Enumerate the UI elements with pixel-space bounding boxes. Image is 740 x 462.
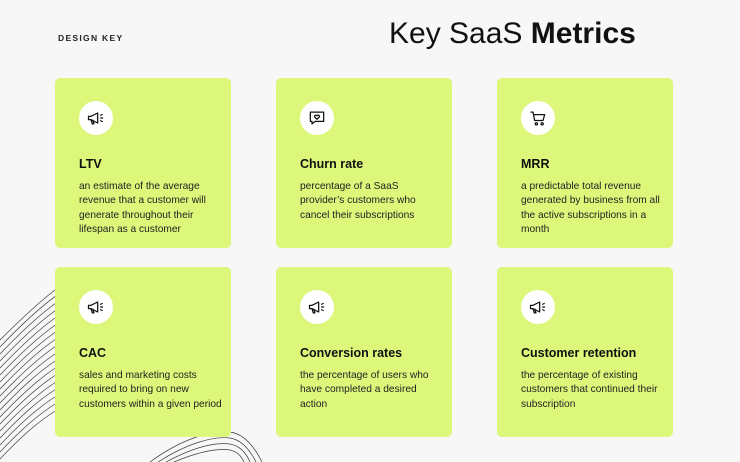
design-key-logo: DESIGN KEY [58, 33, 124, 43]
page-title-light: Key SaaS [389, 17, 523, 50]
megaphone-icon [300, 290, 334, 324]
metric-card-cac: CAC sales and marketing costs required t… [55, 267, 231, 437]
metric-description: the percentage of existing customers tha… [521, 370, 658, 410]
megaphone-icon [521, 290, 555, 324]
metric-card-customer-retention: Customer retention the percentage of exi… [497, 267, 673, 437]
page-title-bold: Metrics [530, 17, 636, 50]
metric-description: percentage of a SaaS provider’s customer… [300, 181, 416, 221]
metric-title: CAC [79, 346, 107, 360]
metric-title: LTV [79, 157, 102, 171]
megaphone-icon [79, 101, 113, 135]
chat-heart-icon [300, 101, 334, 135]
metric-card-ltv: LTV an estimate of the average revenue t… [55, 78, 231, 248]
metric-card-mrr: MRR a predictable total revenue generate… [497, 78, 673, 248]
megaphone-icon [79, 290, 113, 324]
metric-title: Customer retention [521, 346, 637, 360]
metric-description: sales and marketing costs required to br… [79, 370, 222, 410]
metric-description: a predictable total revenue generated by… [521, 181, 660, 235]
metric-title: MRR [521, 157, 550, 171]
metric-description: an estimate of the average revenue that … [79, 181, 206, 235]
metric-card-churn-rate: Churn rate percentage of a SaaS provider… [276, 78, 452, 248]
cart-icon [521, 101, 555, 135]
metric-card-conversion-rates: Conversion rates the percentage of users… [276, 267, 452, 437]
metric-title: Churn rate [300, 157, 364, 171]
page-title: Key SaaS Metrics [389, 14, 636, 54]
metric-description: the percentage of users who have complet… [300, 370, 429, 410]
metric-title: Conversion rates [300, 346, 403, 360]
